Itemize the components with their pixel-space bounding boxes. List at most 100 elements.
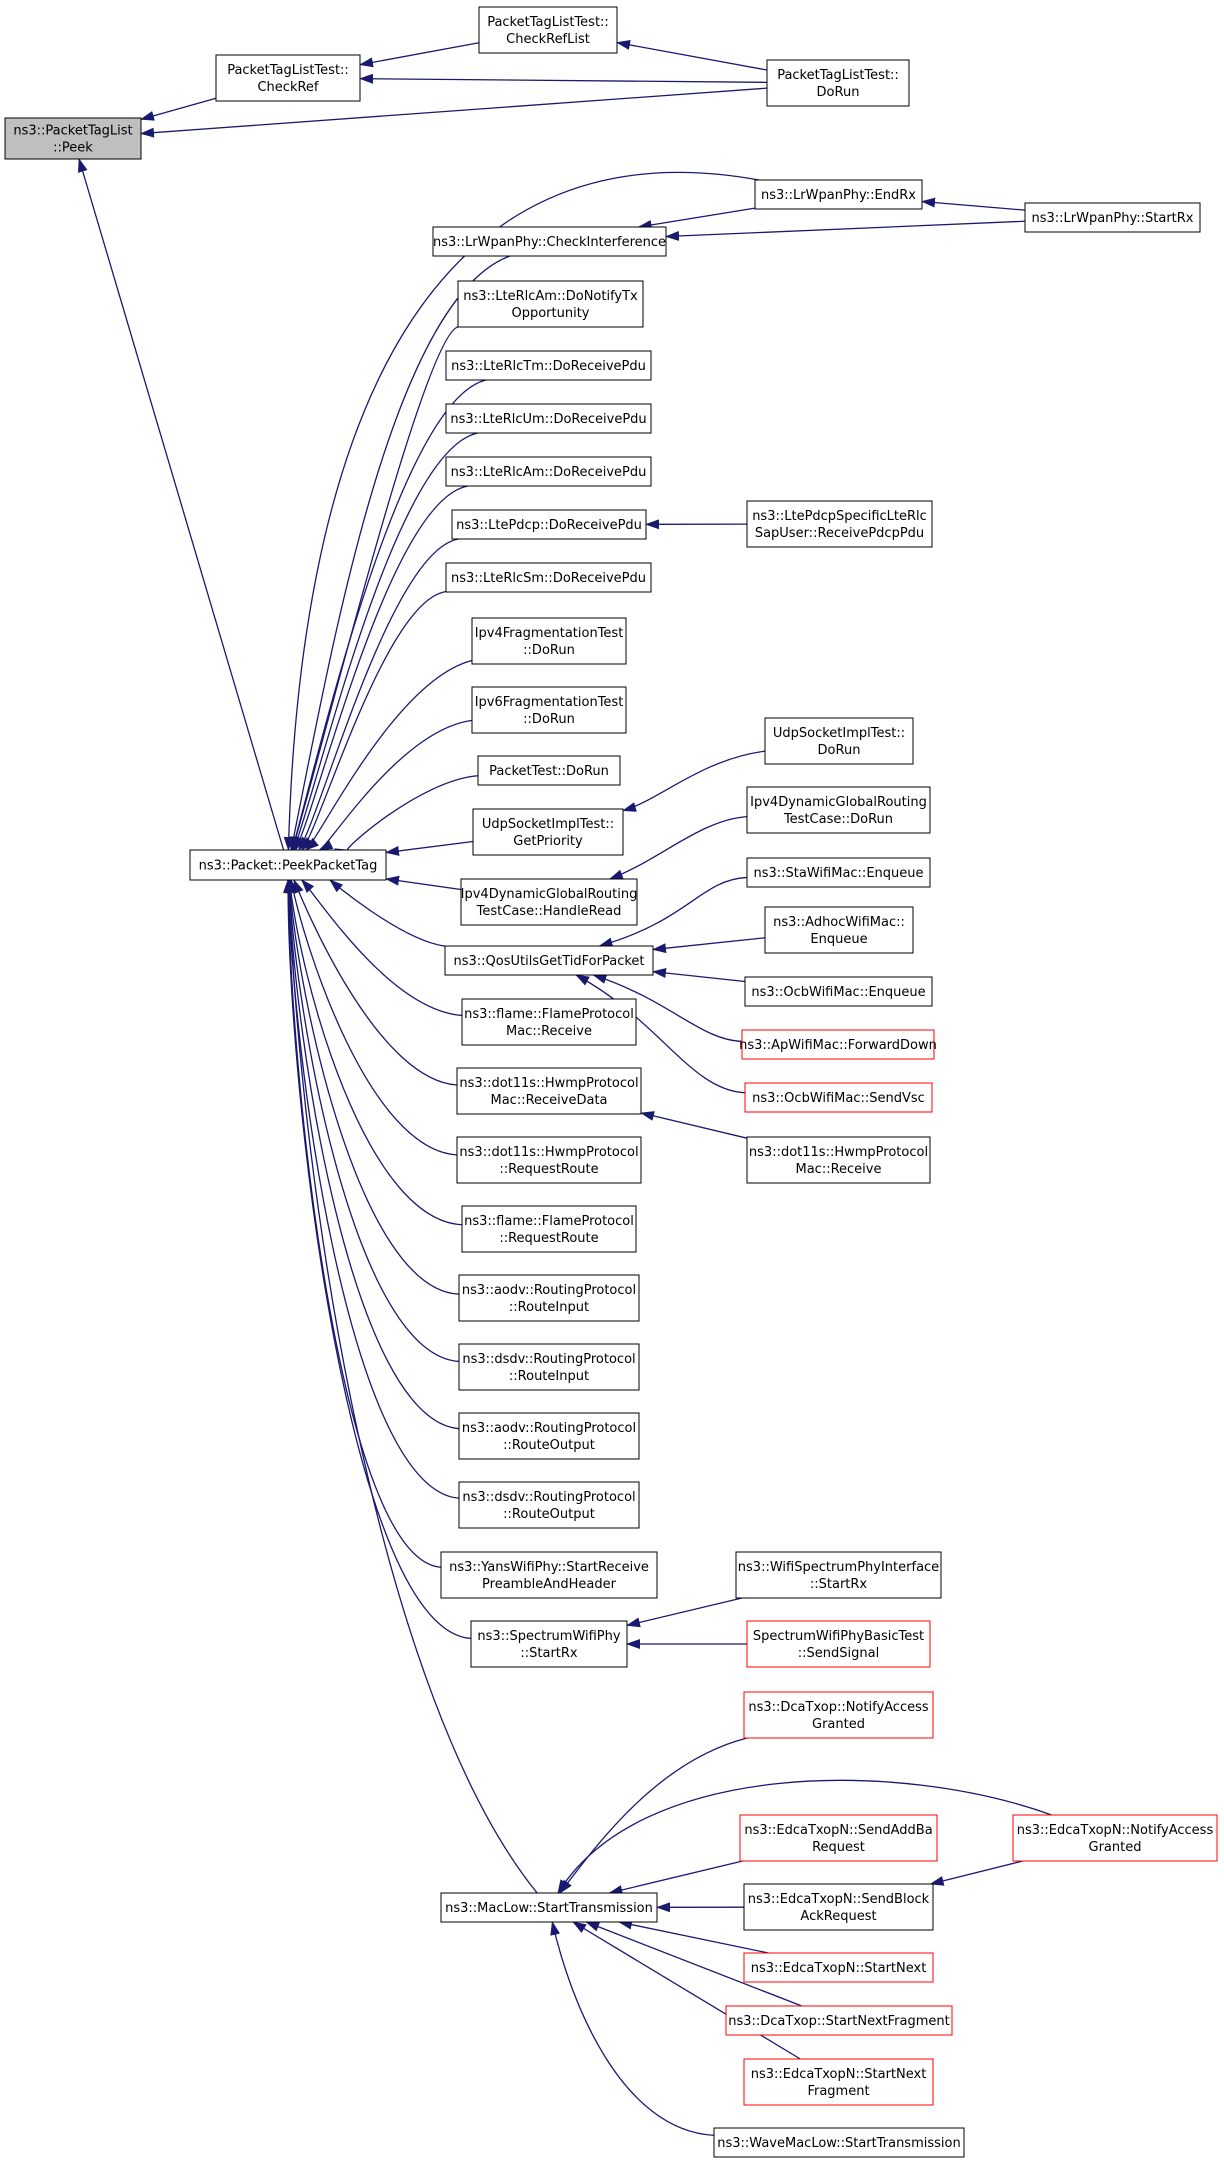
node-box [440, 1551, 658, 1599]
node-hwmp_requestroute[interactable]: ns3::dot11s::HwmpProtocol::RequestRoute [456, 1136, 642, 1184]
node-dcatxop_startnextfrag[interactable]: ns3::DcaTxop::StartNextFragment [725, 2005, 953, 2036]
node-rlcam[interactable]: ns3::LteRlcAm::DoReceivePdu [445, 456, 652, 487]
node-dsdv_routeoutput[interactable]: ns3::dsdv::RoutingProtocol::RouteOutput [458, 1481, 640, 1529]
node-checkreflist[interactable]: PacketTagListTest::CheckRefList [478, 6, 618, 54]
edge-ptlt_dorun-to-root [140, 87, 768, 138]
node-udp_dorun[interactable]: UdpSocketImplTest::DoRun [764, 717, 914, 765]
node-rlcum[interactable]: ns3::LteRlcUm::DoReceivePdu [445, 403, 652, 434]
node-label-line: ns3::aodv::RoutingProtocol [462, 1421, 636, 1436]
node-edca_startnextfrag[interactable]: ns3::EdcaTxopN::StartNextFragment [743, 2058, 934, 2106]
edge-edca_sendaddba-to-maclow_starttx [608, 1860, 743, 1895]
edge-ipv6frag-to-peekpackettag [318, 719, 473, 851]
edge-dsdv_routeoutput-to-peekpackettag [283, 879, 460, 1499]
node-label-line: Ipv4DynamicGlobalRouting [461, 887, 638, 902]
node-flame_requestroute[interactable]: ns3::flame::FlameProtocol::RequestRoute [461, 1205, 637, 1253]
node-rlctm[interactable]: ns3::LteRlcTm::DoReceivePdu [445, 350, 652, 381]
node-wavemaclow[interactable]: ns3::WaveMacLow::StartTransmission [713, 2127, 965, 2158]
node-sta_enqueue[interactable]: ns3::StaWifiMac::Enqueue [746, 857, 931, 888]
node-root[interactable]: ns3::PacketTagList::Peek [4, 117, 142, 160]
edge-ocb_sendvsc-to-qosutils [575, 974, 746, 1094]
node-box [746, 786, 931, 834]
node-ipv4dgr_handle[interactable]: Ipv4DynamicGlobalRoutingTestCase::Handle… [460, 878, 638, 926]
edge-packettest-to-peekpackettag [334, 775, 479, 858]
edge-startrx_lrwpan-to-checkinterference [665, 220, 1026, 241]
node-ipv4frag[interactable]: Ipv4FragmentationTest::DoRun [471, 617, 627, 665]
node-label-line: Opportunity [511, 306, 589, 321]
node-label-line: ns3::Packet::PeekPacketTag [199, 859, 378, 874]
node-hwmp_receivedata[interactable]: ns3::dot11s::HwmpProtocolMac::ReceiveDat… [456, 1067, 642, 1115]
node-peekpackettag[interactable]: ns3::Packet::PeekPacketTag [189, 849, 387, 881]
node-pdcpsap[interactable]: ns3::LtePdcpSpecificLteRlcSapUser::Recei… [746, 500, 933, 548]
node-adhoc_enqueue[interactable]: ns3::AdhocWifiMac::Enqueue [764, 906, 914, 954]
node-box [743, 1952, 934, 1983]
node-ipv6frag[interactable]: Ipv6FragmentationTest::DoRun [471, 686, 627, 734]
node-ocb_enqueue[interactable]: ns3::OcbWifiMac::Enqueue [744, 976, 933, 1007]
node-box [445, 456, 652, 487]
node-ptlt_dorun[interactable]: PacketTagListTest::DoRun [766, 59, 910, 107]
node-box [445, 403, 652, 434]
node-checkref[interactable]: PacketTagListTest::CheckRef [215, 54, 361, 102]
node-ap_forward[interactable]: ns3::ApWifiMac::ForwardDown [739, 1029, 937, 1060]
node-box [1012, 1814, 1218, 1862]
node-label-line: ::RequestRoute [499, 1162, 598, 1177]
node-checkinterference[interactable]: ns3::LrWpanPhy::CheckInterference [432, 226, 667, 257]
edge-ap_forward-to-qosutils [592, 974, 743, 1043]
node-qosutils[interactable]: ns3::QosUtilsGetTidForPacket [444, 945, 654, 976]
node-yans_startreceive[interactable]: ns3::YansWifiPhy::StartReceivePreambleAn… [440, 1551, 658, 1599]
node-dsdv_routeinput[interactable]: ns3::dsdv::RoutingProtocol::RouteInput [458, 1343, 640, 1391]
node-label-line: AckRequest [800, 1909, 876, 1924]
node-label-line: ns3::dot11s::HwmpProtocol [459, 1145, 638, 1160]
node-box [739, 1814, 938, 1862]
node-startrx_lrwpan[interactable]: ns3::LrWpanPhy::StartRx [1024, 202, 1201, 233]
node-spectrum_startrx[interactable]: ns3::SpectrumWifiPhy::StartRx [470, 1620, 628, 1668]
edge-checkreflist-to-checkref [359, 42, 480, 68]
node-aodv_routeinput[interactable]: ns3::aodv::RoutingProtocol::RouteInput [458, 1274, 640, 1322]
edge-edca_startnext-to-maclow_starttx [617, 1919, 769, 1954]
node-packettest[interactable]: PacketTest::DoRun [477, 755, 621, 786]
node-label-line: PacketTagListTest:: [227, 63, 349, 78]
node-box [764, 717, 914, 765]
node-label-line: ns3::QosUtilsGetTidForPacket [453, 954, 644, 969]
node-maclow_starttx[interactable]: ns3::MacLow::StartTransmission [440, 1892, 658, 1923]
node-label-line: ns3::DcaTxop::NotifyAccess [748, 1700, 929, 1715]
node-endrx[interactable]: ns3::LrWpanPhy::EndRx [754, 179, 923, 210]
node-pdcp[interactable]: ns3::LtePdcp::DoReceivePdu [451, 509, 647, 540]
node-box [4, 117, 142, 160]
node-label-line: ns3::DcaTxop::StartNextFragment [728, 2014, 950, 2029]
node-box [744, 1082, 933, 1113]
node-udp_getprio[interactable]: UdpSocketImplTest::GetPriority [472, 808, 624, 856]
edge-rlcsm-to-peekpackettag [301, 590, 447, 851]
node-label-line: ns3::LrWpanPhy::EndRx [761, 188, 916, 203]
edge-dsdv_routeinput-to-peekpackettag [284, 879, 460, 1363]
node-aodv_routeoutput[interactable]: ns3::aodv::RoutingProtocol::RouteOutput [458, 1412, 640, 1460]
node-edca_startnext[interactable]: ns3::EdcaTxopN::StartNext [743, 1952, 934, 1983]
edge-aodv_routeoutput-to-peekpackettag [283, 879, 460, 1430]
node-spectrumbasictest[interactable]: SpectrumWifiPhyBasicTest::SendSignal [746, 1620, 931, 1668]
node-box [746, 857, 931, 888]
node-box [470, 1620, 628, 1668]
node-box [725, 2005, 953, 2036]
node-rlcsm[interactable]: ns3::LteRlcSm::DoReceivePdu [445, 562, 652, 593]
node-label-line: Granted [1089, 1840, 1142, 1855]
node-wifispectrum_startrx[interactable]: ns3::WifiSpectrumPhyInterface::StartRx [735, 1551, 942, 1599]
node-ocb_sendvsc[interactable]: ns3::OcbWifiMac::SendVsc [744, 1082, 933, 1113]
node-box [458, 1274, 640, 1322]
node-box [764, 906, 914, 954]
node-label-line: Ipv4DynamicGlobalRouting [750, 795, 927, 810]
node-label-line: ::SendSignal [798, 1646, 879, 1661]
edge-edca_notify-to-maclow_starttx [557, 1779, 1052, 1894]
node-box [741, 1029, 935, 1060]
node-label-line: ns3::EdcaTxopN::StartNext [751, 1961, 927, 1976]
node-box [743, 1691, 934, 1739]
node-label-line: ns3::LrWpanPhy::CheckInterference [433, 235, 666, 250]
nodes-layer: ns3::PacketTagList::Peek PacketTagListTes… [4, 6, 1218, 2158]
